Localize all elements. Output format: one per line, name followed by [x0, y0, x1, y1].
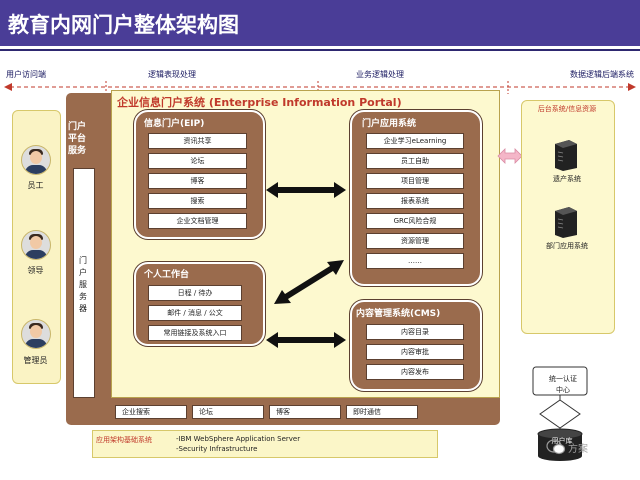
bottom-service-blog: 博客	[269, 405, 341, 419]
diagonal-arrow-icon	[274, 260, 344, 304]
decision-diamond-icon	[539, 399, 581, 429]
eip-item-search: 搜索	[148, 193, 247, 209]
workspace-item-mail: 邮件 / 消息 / 公文	[148, 305, 242, 321]
infrastructure-line-security: -Security Infrastructure	[176, 445, 258, 453]
apps-item-report: 报表系统	[366, 193, 464, 209]
apps-item-self-service: 员工自助	[366, 153, 464, 169]
apps-item-elearning: 企业学习eLearning	[366, 133, 464, 149]
eip-item-blog: 博客	[148, 173, 247, 189]
server-icon	[555, 140, 577, 171]
enterprise-portal-title: 企业信息门户系统 (Enterprise Information Portal)	[117, 96, 402, 109]
backend-connector-arrow	[497, 148, 523, 164]
avatar-employee	[21, 145, 51, 175]
apps-item-project: 项目管理	[366, 173, 464, 189]
workspace-item-schedule: 日程 / 待办	[148, 285, 242, 301]
user-label-leader: 领导	[27, 266, 44, 275]
header-divider-dark	[0, 49, 640, 51]
cms-item-publish: 内容发布	[366, 364, 464, 380]
arrow-left-icon	[4, 83, 12, 91]
apps-item-resource: 资源管理	[366, 233, 464, 249]
portal-server-label: 门 户 服 务 器	[79, 256, 87, 313]
server-label-department: 部门应用系统	[546, 242, 588, 250]
page-title: 教育内网门户整体架构图	[8, 13, 239, 37]
double-arrow-icon	[266, 332, 346, 348]
panel-connector-arrows	[266, 182, 346, 348]
bottom-service-im: 即时通信	[346, 405, 418, 419]
wechat-icon	[546, 439, 566, 455]
user-label-employee: 员工	[27, 181, 44, 190]
apps-title: 门户应用系统	[362, 119, 417, 129]
infrastructure-box	[92, 430, 438, 458]
apps-item-grc: GRC风险合规	[366, 213, 464, 229]
user-store-label: 用户库	[551, 437, 573, 445]
layer-label-user-access: 用户访问端	[6, 70, 46, 79]
eip-item-news: 资讯共享	[148, 133, 247, 149]
avatar-admin	[21, 319, 51, 349]
cms-item-approval: 内容审批	[366, 344, 464, 360]
eip-item-documents: 企业文档管理	[148, 213, 247, 229]
layer-label-logic-presentation: 逻辑表现处理	[148, 70, 196, 79]
eip-title: 信息门户(EIP)	[144, 119, 205, 129]
workspace-title: 个人工作台	[144, 270, 190, 280]
avatar-leader	[21, 230, 51, 260]
watermark-text: 方案	[568, 444, 588, 455]
title-bar	[0, 0, 640, 46]
portal-server-box	[73, 168, 95, 398]
bottom-service-forum: 论坛	[192, 405, 264, 419]
cms-title: 内容管理系统(CMS)	[356, 309, 441, 319]
double-arrow-icon	[266, 182, 346, 198]
infrastructure-line-websphere: -IBM WebSphere Application Server	[176, 435, 301, 443]
eip-item-forum: 论坛	[148, 153, 247, 169]
user-label-admin: 管理员	[23, 356, 48, 365]
layer-label-data-logic: 数据逻辑后端系统	[570, 70, 634, 79]
backend-title: 后台系统/信息资源	[537, 105, 597, 113]
cms-item-catalog: 内容目录	[366, 324, 464, 340]
server-icon	[555, 207, 577, 238]
portal-platform-title: 门户 平台 服务	[68, 122, 87, 156]
bottom-service-search: 企业搜索	[115, 405, 187, 419]
arrow-right-icon	[628, 83, 636, 91]
workspace-item-links: 常用链接及系统入口	[148, 325, 242, 341]
server-label-legacy: 遗产系统	[553, 175, 581, 183]
auth-center-label: 统一认证 中心	[549, 375, 577, 394]
layer-label-business-logic: 业务逻辑处理	[356, 70, 404, 79]
infrastructure-label: 应用架构基础系统	[96, 436, 152, 444]
layer-divider-arrows	[4, 81, 636, 94]
apps-item-more: ……	[366, 253, 464, 269]
header-divider	[0, 46, 640, 49]
